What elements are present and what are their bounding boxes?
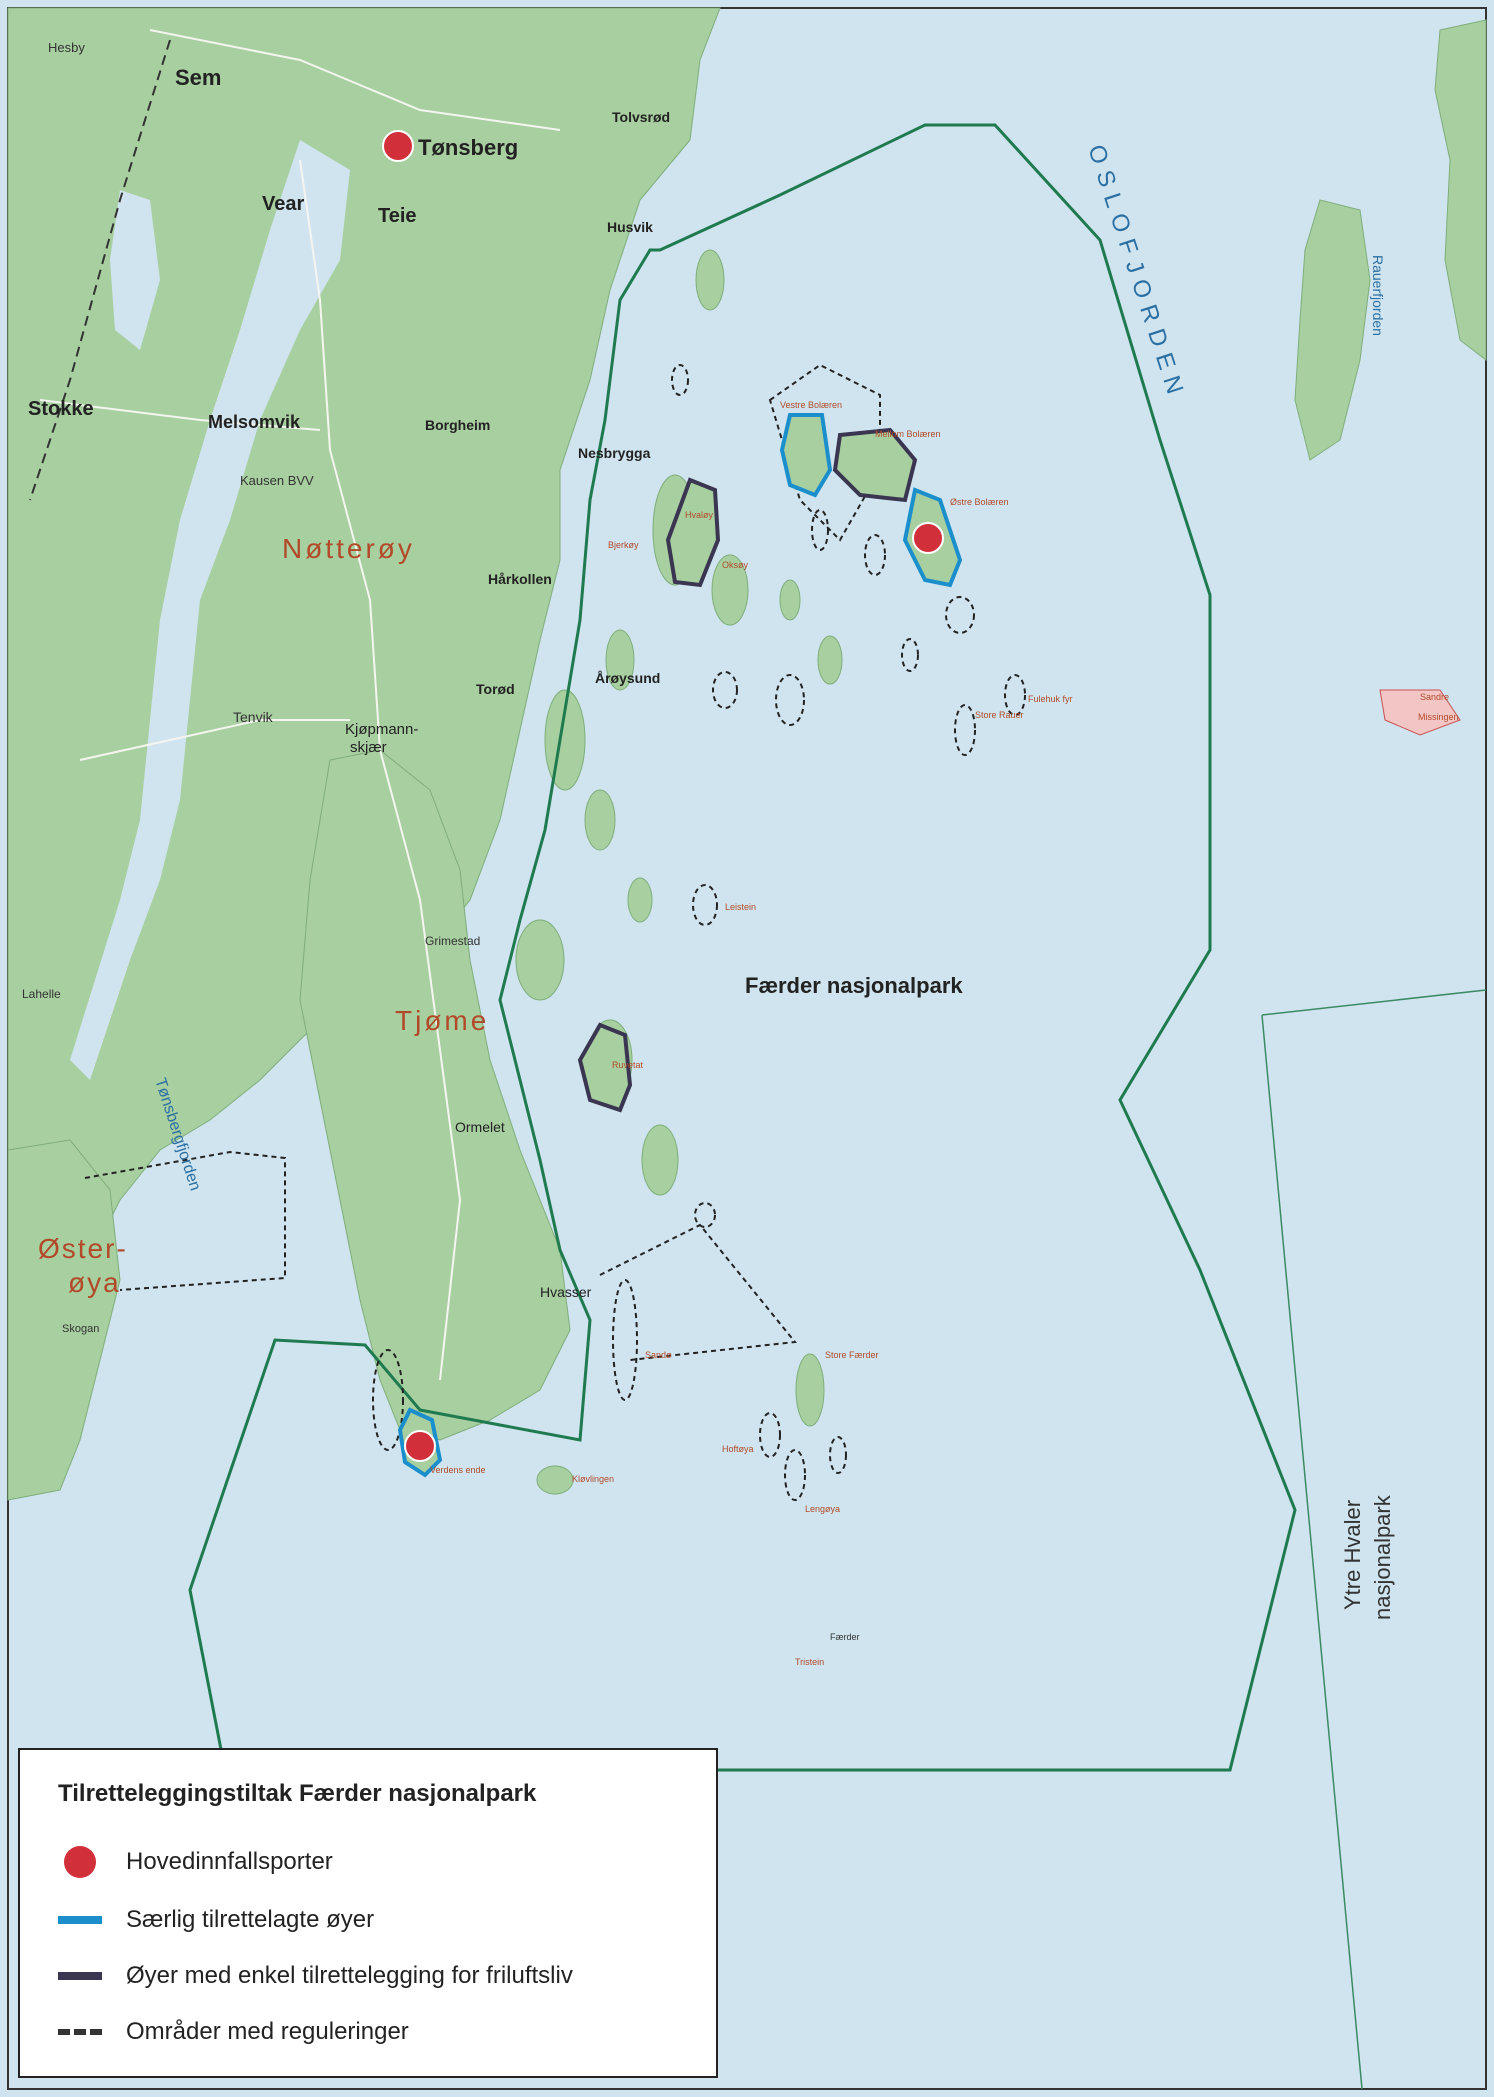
label-teie: Teie — [378, 205, 417, 227]
legend-label: Øyer med enkel tilrettelegging for frilu… — [126, 1962, 573, 1989]
label-notteroy: Nøtterøy — [282, 533, 415, 564]
label-stokke: Stokke — [28, 398, 94, 420]
legend: Tilretteleggingstiltak Færder nasjonalpa… — [18, 1748, 718, 2078]
label-ytre-hvaler-2: nasjonalpark — [1370, 1494, 1395, 1620]
label-rauerfjorden: Rauerfjorden — [1370, 255, 1386, 336]
label-ormelet: Ormelet — [455, 1119, 505, 1135]
label-torod: Torød — [476, 681, 515, 697]
label-husvik: Husvik — [607, 219, 653, 235]
label-tolvsrod: Tolvsrød — [612, 109, 670, 125]
label-mellom-bolaerne: Mellom Bolæren — [875, 429, 941, 439]
label-park: Færder nasjonalpark — [745, 973, 963, 998]
label-oster-2: øya — [68, 1267, 121, 1298]
label-sandre: Sandre — [1420, 692, 1449, 702]
label-ostre-bolaerne: Østre Bolæren — [950, 497, 1009, 507]
label-leistein: Leistein — [725, 902, 756, 912]
label-hoftoya: Hoftøya — [722, 1444, 754, 1454]
legend-label: Områder med reguleringer — [126, 2018, 409, 2045]
roads — [39, 29, 561, 1381]
lake-akersvannet — [110, 190, 160, 350]
label-hesby: Hesby — [48, 40, 85, 55]
entry-tonsberg — [382, 130, 414, 162]
label-lengoya: Lengøya — [805, 1504, 840, 1514]
label-sandoy: Sandø — [645, 1350, 672, 1360]
channel-vestfjorden — [70, 140, 350, 1080]
label-tjome: Tjøme — [395, 1005, 489, 1036]
label-ytre-hvaler-1: Ytre Hvaler — [1340, 1500, 1365, 1610]
island-east-top — [1434, 19, 1487, 362]
label-aroysund: Årøysund — [595, 670, 660, 686]
blue-line-icon — [58, 1900, 102, 1940]
label-oster-1: Øster- — [38, 1233, 128, 1264]
island-sandre — [1379, 689, 1461, 736]
legend-item-entry: Hovedinnfallsporter — [58, 1842, 333, 1882]
label-missingen: Missingen — [1418, 712, 1459, 722]
label-lahelle: Lahelle — [22, 987, 61, 1001]
label-bjerkoy: Bjerkøy — [608, 540, 639, 550]
label-kjopmannskjaer-2: skjær — [350, 739, 387, 756]
label-store-rauer: Store Rauer — [975, 710, 1024, 720]
island-tjome — [299, 749, 571, 1441]
label-hvasser: Hvasser — [540, 1284, 592, 1300]
park-boundary-ytre-hvaler — [1261, 989, 1487, 2090]
label-vestre-bolaerne: Vestre Bolæren — [780, 400, 842, 410]
label-verdens-ende: Verdens ende — [430, 1465, 486, 1475]
island-osteroya — [7, 1139, 121, 1501]
label-kjovlingen: Kløvlingen — [572, 1474, 614, 1484]
label-borgheim: Borgheim — [425, 417, 490, 433]
label-vear: Vear — [262, 193, 304, 215]
label-grimestad: Grimestad — [425, 934, 480, 948]
legend-title: Tilretteleggingstiltak Færder nasjonalpa… — [58, 1780, 537, 1807]
entry-bolaerne — [912, 522, 944, 554]
entry-verdens-ende — [404, 1430, 436, 1462]
park-boundary-faerder — [188, 123, 1297, 1772]
label-tristein: Tristein — [795, 1657, 824, 1667]
label-nesbrygga: Nesbrygga — [578, 445, 651, 461]
label-ruvetat: Ruvetat — [612, 1060, 644, 1070]
legend-item-regulated: Områder med reguleringer — [58, 2012, 409, 2052]
label-melsomvik: Melsomvik — [208, 412, 301, 432]
label-tonsberg: Tønsberg — [418, 135, 518, 160]
red-dot-icon — [58, 1842, 102, 1882]
label-oksoy: Oksøy — [722, 560, 748, 570]
legend-item-special: Særlig tilrettelagte øyer — [58, 1900, 374, 1940]
island-rauer — [1294, 199, 1371, 461]
legend-label: Særlig tilrettelagte øyer — [126, 1906, 375, 1933]
entry-points — [382, 130, 944, 1462]
dashed-line-icon — [58, 2012, 102, 2052]
label-skogan: Skogan — [62, 1323, 99, 1335]
label-harkollen: Hårkollen — [488, 571, 552, 587]
label-kjopmannskjaer-1: Kjøpmann- — [345, 721, 418, 738]
legend-label: Hovedinnfallsporter — [126, 1848, 333, 1875]
regulated-areas — [84, 363, 1026, 1501]
label-store-faerder: Store Færder — [825, 1350, 879, 1360]
label-tenvik: Tenvik — [233, 709, 274, 725]
label-fulehuk: Fulehuk fyr — [1028, 694, 1073, 704]
label-sem: Sem — [175, 65, 221, 90]
legend-item-simple: Øyer med enkel tilrettelegging for frilu… — [58, 1956, 573, 1996]
railway — [29, 39, 171, 501]
label-faerder: Færder — [830, 1632, 860, 1642]
simple-islands — [577, 427, 918, 1113]
dark-line-icon — [58, 1956, 102, 1996]
label-kausen: Kausen BVV — [240, 473, 314, 488]
label-hvaloy: Hvaløy — [685, 510, 714, 520]
